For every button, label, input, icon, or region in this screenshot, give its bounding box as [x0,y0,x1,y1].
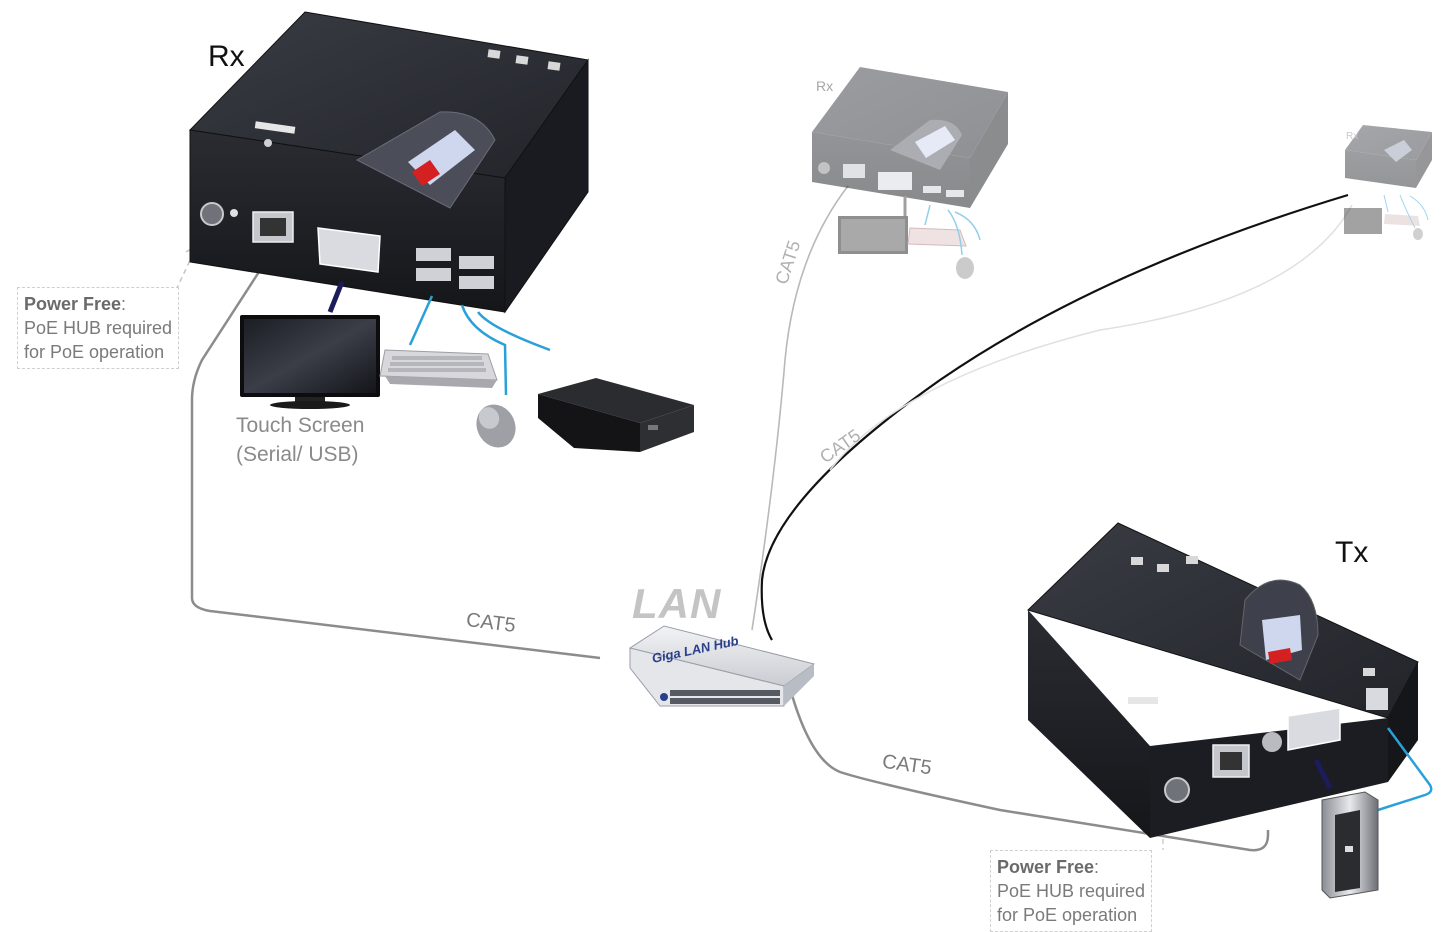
rx-main-usb-3 [459,256,494,269]
cable-tx-lan [788,687,1270,852]
hub-ports [670,690,780,704]
tx-device [1027,522,1419,838]
usb-link-pc [1377,727,1433,812]
power-note-tx: Power Free: PoE HUB required for PoE ope… [990,850,1153,932]
rx-main-device [188,11,589,314]
tx-body-front2 [1150,718,1388,838]
power-note-rx-line2: for PoE operation [24,342,165,362]
remote-rx2-device [1344,125,1432,240]
usb-link-keyboard [408,295,434,346]
usb-link-drive [477,311,551,352]
rx-remote1-title: Rx [816,78,834,94]
video-link-rx [327,281,345,313]
rx-main-side [504,58,589,314]
rx-main-label-red [412,160,440,186]
tx-dvi-port [1287,707,1341,751]
power-note-tx-strong: Power Free [997,857,1095,877]
usb-link-mouse [460,304,508,396]
remote-rx1-device [812,67,1008,279]
power-dash-rx [175,251,195,291]
power-note-tx-line2: for PoE operation [997,905,1138,925]
power-note-rx: Power Free: PoE HUB required for PoE ope… [17,287,180,369]
power-note-tx-colon: : [1094,857,1100,877]
keyboard [379,349,498,388]
rx-main-title: Rx [208,40,245,73]
lan-label: LAN [632,580,722,627]
cable-remote2-lan [760,193,1349,641]
touch-screen-line2: (Serial/ USB) [236,443,359,466]
tx-body-front [1028,610,1150,838]
tx-title: Tx [1335,536,1369,569]
touch-screen-monitor [240,315,380,409]
tx-usb-b-port [1366,688,1388,710]
lan-hub: Giga LAN Hub [628,625,816,707]
touch-screen-caption: Touch Screen (Serial/ USB) [236,411,364,469]
touch-screen-line1: Touch Screen [236,414,365,437]
power-note-rx-colon: : [121,294,127,314]
power-note-rx-strong: Power Free [24,294,122,314]
power-note-rx-line1: PoE HUB required [24,318,173,338]
tx-power-port [1164,777,1190,803]
cable-rx-main-lan [190,257,601,660]
rx-main-usb-1 [416,248,451,261]
mouse [476,404,516,448]
rx-main-peripherals [240,281,694,452]
cable-remote2-faint [829,204,1353,471]
tx-peripherals [1313,727,1433,899]
rx-main-dvi-port [317,227,381,273]
power-note-tx-line1: PoE HUB required [997,881,1146,901]
video-link-tx [1313,758,1333,790]
hub-side [784,664,814,706]
rx-main-power-port [200,202,224,226]
tx-label [1262,615,1302,660]
tx-body-side [1388,662,1418,782]
cable-remote1-lan [751,185,849,631]
rx-remote2-title: Rx [1346,131,1359,142]
rx-main-usb-4 [459,276,494,289]
external-drive [538,378,694,452]
rx-main-usb-2 [416,268,451,281]
pc-tower [1321,791,1379,899]
